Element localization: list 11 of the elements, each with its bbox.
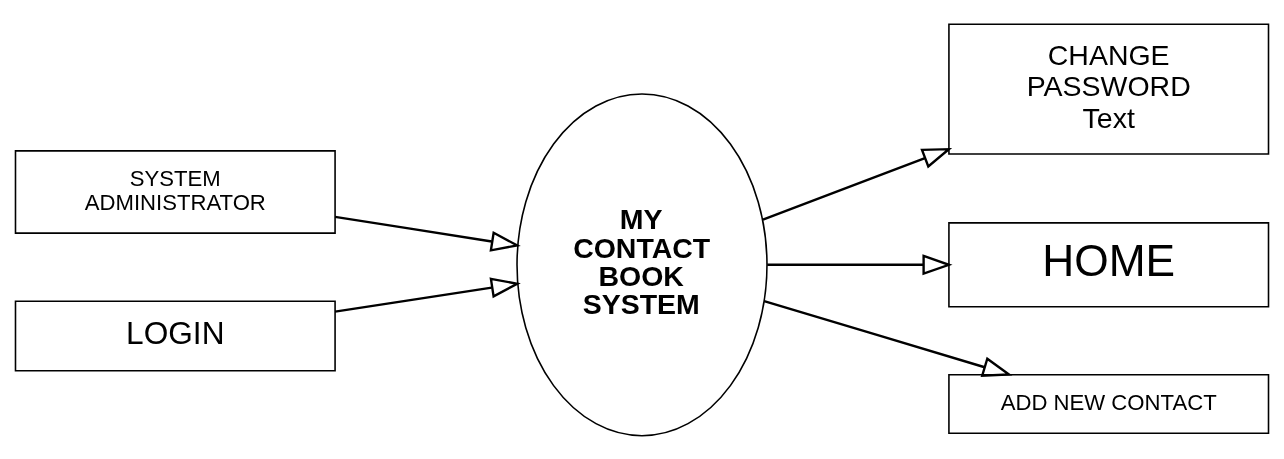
arrow	[763, 299, 1013, 377]
arrow	[767, 253, 953, 275]
node-box: ADD NEW CONTACT	[948, 373, 1270, 434]
node-box: HOME	[948, 221, 1270, 308]
arrow	[334, 215, 521, 252]
arrow	[334, 276, 521, 313]
node-box: LOGIN	[14, 299, 336, 372]
node-ellipse: MY CONTACT BOOK SYSTEM	[516, 92, 768, 436]
node-box: CHANGE PASSWORD Text	[948, 23, 1270, 155]
arrow	[762, 147, 953, 221]
node-box: SYSTEM ADMINISTRATOR	[14, 149, 336, 234]
